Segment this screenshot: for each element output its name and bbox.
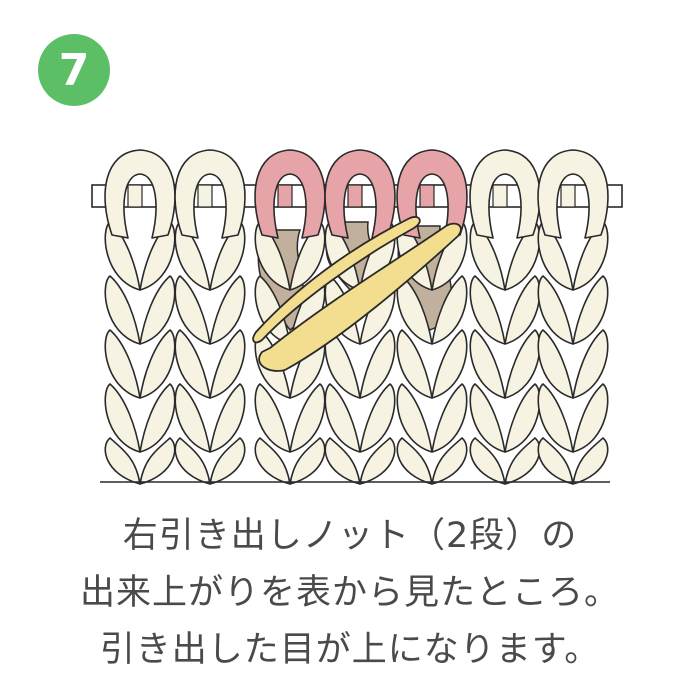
caption-text: 右引き出しノット（2段）の 出来上がりを表から見たところ。 引き出した目が上にな… [0, 508, 700, 679]
stitch-leg-left [469, 383, 506, 453]
stitch-leg-right [359, 383, 396, 453]
stitch-leg-right [359, 329, 396, 399]
stitch-leg-left [537, 437, 574, 485]
stitch-leg-right [209, 383, 246, 453]
wrapped-yellow-strand [252, 216, 462, 372]
caption-line-2: 出来上がりを表から見たところ。 [79, 573, 620, 613]
stitch-leg-right [289, 437, 326, 485]
loop-front [347, 184, 363, 208]
stitch-leg-right [572, 275, 609, 345]
stitch-leg-right [139, 383, 176, 453]
stitch-leg-left [104, 329, 141, 399]
stitch-leg-left [104, 275, 141, 345]
knit-fabric-columns [100, 221, 610, 485]
loop-front [277, 184, 293, 208]
yellow-strand-lower [258, 222, 462, 372]
stitch-leg-left [254, 437, 291, 485]
needle-loop [174, 149, 246, 239]
stitch-leg-right [572, 383, 609, 453]
loop-front [197, 184, 213, 208]
step-number-badge: 7 [38, 34, 110, 106]
stitch-leg-right [504, 329, 541, 399]
needle-loops [104, 149, 609, 239]
stitch-leg-right [504, 383, 541, 453]
stitch-leg-right [431, 437, 468, 485]
stitch-leg-right [139, 275, 176, 345]
needle-loop [537, 149, 609, 239]
stitch-leg-right [139, 437, 176, 485]
stitch-leg-left [174, 437, 211, 485]
needle-loop [396, 149, 468, 239]
stitch-leg-left [396, 329, 433, 399]
stitch-leg-left [254, 383, 291, 453]
loop-front [127, 184, 143, 208]
caption-line-3: 引き出した目が上になります。 [99, 630, 601, 670]
needle-loop [469, 149, 541, 239]
stitch-leg-right [359, 437, 396, 485]
stitch-leg-right [504, 275, 541, 345]
stitch-leg-left [324, 437, 361, 485]
stitch-leg-right [139, 329, 176, 399]
stitch-leg-left [396, 437, 433, 485]
needle-loop [254, 149, 326, 239]
stitch-leg-right [289, 383, 326, 453]
stitch-leg-right [504, 437, 541, 485]
stitch-leg-right [572, 329, 609, 399]
stitch-leg-right [431, 329, 468, 399]
stitch-leg-right [431, 275, 468, 345]
loop-front [560, 184, 576, 208]
stitch-leg-left [174, 275, 211, 345]
caption-line-1: 右引き出しノット（2段）の [122, 516, 578, 556]
stitch-leg-right [209, 275, 246, 345]
stitch-leg-left [104, 383, 141, 453]
stitch-leg-right [209, 437, 246, 485]
stitch-leg-right [431, 383, 468, 453]
stitch-leg-left [174, 383, 211, 453]
stitch-leg-left [469, 275, 506, 345]
loop-front [492, 184, 508, 208]
needle-loop [104, 149, 176, 239]
stitch-leg-left [537, 383, 574, 453]
stitch-leg-right [209, 329, 246, 399]
stitch-leg-left [469, 329, 506, 399]
loop-front [419, 184, 435, 208]
stitch-leg-left [469, 437, 506, 485]
stitch-leg-left [324, 383, 361, 453]
stitch-leg-left [104, 437, 141, 485]
stitch-leg-right [572, 437, 609, 485]
stitch-leg-left [537, 329, 574, 399]
yellow-strand-upper [252, 216, 421, 344]
stitch-leg-left [396, 383, 433, 453]
stitch-leg-left [174, 329, 211, 399]
stitch-leg-left [537, 275, 574, 345]
needle-loop [324, 149, 396, 239]
